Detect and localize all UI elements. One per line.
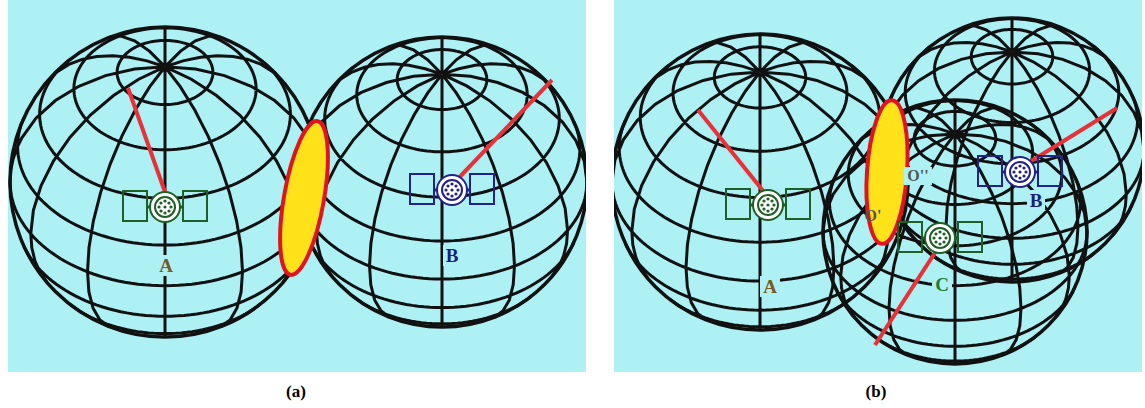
solar-panel [978,156,1002,186]
satellite-dot [446,192,449,195]
satellite-symbol [410,174,494,205]
satellite-body [925,223,955,253]
satellite-dot [167,209,170,212]
satellite-dot [770,199,773,202]
sphere-grid [614,34,908,330]
satellite-dot [169,205,172,208]
solar-panel [958,222,982,252]
solar-panel [726,189,750,219]
satellite-dot [932,236,935,239]
solar-panel [786,189,810,219]
satellite-dot [1018,164,1021,167]
satellite-dot [450,194,453,197]
satellite-body [930,228,950,248]
satellite-body [437,175,467,205]
satellite-body [753,190,783,220]
sphere-grid [10,27,320,337]
intersection-region [271,118,337,279]
satellite-body [155,197,175,217]
satellite-dot [942,240,945,243]
satellite-dot [938,236,941,239]
satellite-dot [1024,170,1027,173]
satellite-dot [163,211,166,214]
satellite-dot [446,184,449,187]
satellite-dot [157,205,160,208]
point-label: O'' [904,167,931,185]
radius-line [698,110,768,197]
sphere-outline [823,100,1087,364]
panel-a [10,27,586,337]
satellite-dot [450,182,453,185]
satellite-dot [450,188,453,191]
solar-panel [470,174,494,204]
satellite-dot [444,188,447,191]
satellite-dot [1012,170,1015,173]
satellite-label: B [1027,190,1046,211]
solar-panel [410,174,434,204]
satellite-dot [163,205,166,208]
radius-line [1020,108,1117,168]
satellite-symbol [726,189,810,220]
radius-line [128,88,165,192]
sphere-outline [614,34,908,330]
satellite-dot [934,240,937,243]
panel-caption: (b) [863,382,890,401]
panel-b [614,18,1142,364]
satellite-label: A [156,255,176,276]
satellite-dot [762,207,765,210]
satellite-body [758,195,778,215]
satellite-body [150,192,180,222]
satellite-dot [760,203,763,206]
satellite-dot [938,230,941,233]
satellite-dot [454,184,457,187]
satellite-dot [454,192,457,195]
sphere-outline [10,27,320,337]
satellite-dot [1014,174,1017,177]
satellite-label: A [760,276,780,297]
sphere-outline [297,37,586,327]
point-label: O' [862,207,885,225]
sphere-grid [823,100,1087,364]
sphere-grid [297,37,586,327]
satellite-dot [159,201,162,204]
satellite-dot [456,188,459,191]
satellite-body [1005,157,1035,187]
satellite-dot [766,203,769,206]
satellite-dot [159,209,162,212]
satellite-label: B [443,245,462,266]
satellite-symbol [123,191,207,222]
satellite-dot [766,197,769,200]
satellite-dot [762,199,765,202]
satellite-body [442,180,462,200]
satellite-label: C [932,274,952,295]
solar-panel [183,191,207,221]
satellite-dot [772,203,775,206]
satellite-dot [1018,170,1021,173]
satellite-dot [770,207,773,210]
satellite-dot [167,201,170,204]
satellite-dot [938,242,941,245]
satellite-body [1010,162,1030,182]
satellite-dot [944,236,947,239]
satellite-dot [934,232,937,235]
panel-caption: (a) [283,382,309,401]
solar-panel [898,222,922,252]
solar-panel [123,191,147,221]
radius-line [452,80,552,185]
satellite-symbol [978,156,1062,187]
panel-ground [8,0,586,372]
satellite-symbol [898,222,982,253]
satellite-dot [1018,176,1021,179]
satellite-dot [1014,166,1017,169]
satellite-dot [942,232,945,235]
satellite-dot [766,209,769,212]
radius-line [875,245,940,345]
solar-panel [1038,156,1062,186]
satellite-dot [1022,174,1025,177]
satellite-dot [163,199,166,202]
satellite-dot [1022,166,1025,169]
